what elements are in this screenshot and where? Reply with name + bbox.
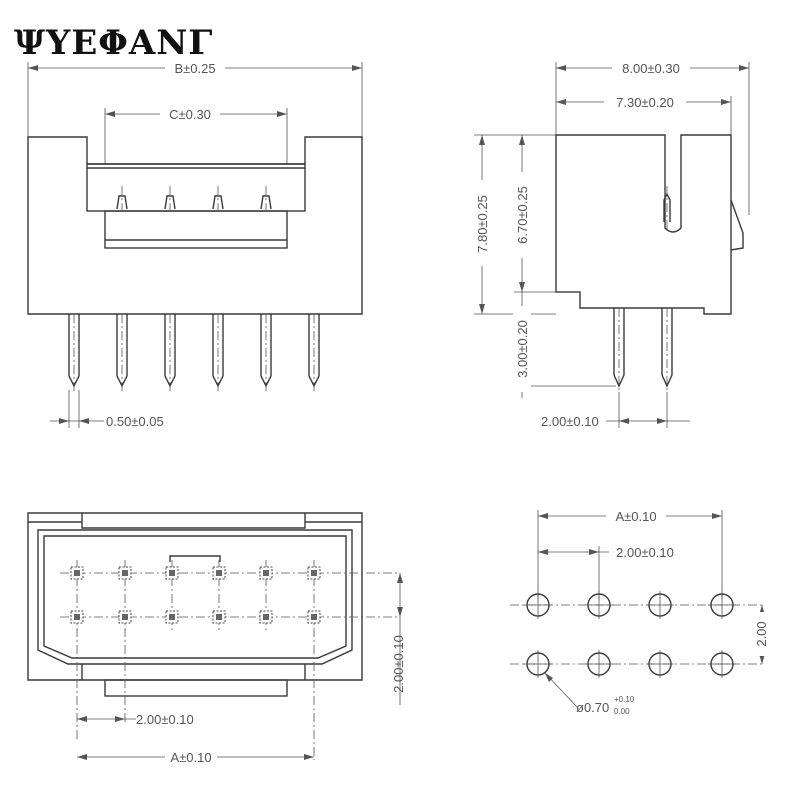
- dim-overall-bottom-label: A±0.10: [170, 750, 211, 765]
- dim-overall-pcb-label: A±0.10: [615, 509, 656, 524]
- bottom-key-rail: [104, 679, 288, 697]
- dim-hole-tol-minus: 0.00: [614, 707, 630, 716]
- dim-body-depth-label: 7.30±0.20: [616, 95, 674, 110]
- side-view: 8.00±0.30 7.30±0.20 7.: [473, 60, 750, 429]
- dim-inner-label: C±0.30: [169, 107, 211, 122]
- housing-inner-wall: [104, 210, 288, 249]
- side-latch: [730, 199, 744, 251]
- dim-inner: C±0.30: [104, 106, 288, 165]
- dim-row-pitch-pcb: 2.00: [754, 605, 770, 664]
- dim-col-pitch-pcb: 2.00±0.10: [538, 544, 681, 600]
- dim-total-depth-label: 8.00±0.30: [622, 61, 680, 76]
- front-view: B±0.25 C±0.30: [27, 60, 363, 429]
- dim-pin-pitch-label: 2.00±0.10: [541, 414, 599, 429]
- dim-hole-tol-plus: +0.10: [614, 695, 635, 704]
- dim-pin-pitch: 2.00±0.10: [541, 392, 690, 429]
- dim-total-height: 7.80±0.25: [473, 134, 556, 315]
- dim-pin-thickness: 0.50±0.05: [50, 390, 164, 429]
- dim-hole: ø0.70 +0.10 0.00: [544, 672, 635, 716]
- dim-row-pitch: 2.00±0.10: [391, 573, 406, 705]
- dim-width-label: B±0.25: [174, 61, 215, 76]
- dim-col-pitch-label: 2.00±0.10: [136, 712, 194, 727]
- pcb-holes: [524, 591, 736, 678]
- side-pins: [613, 308, 673, 392]
- dim-pin-length-label: 3.00±0.20: [515, 320, 530, 378]
- polarity-key: [169, 555, 221, 562]
- dim-row-pitch-label: 2.00±0.10: [391, 635, 406, 693]
- contact-tips: [116, 186, 272, 210]
- pin-row-top: [70, 566, 321, 580]
- dim-overall-bottom: A±0.10: [77, 749, 314, 765]
- pcb-layout: A±0.10 2.00±0.10: [510, 508, 770, 716]
- bottom-cavity: [37, 529, 353, 665]
- bottom-pins: [70, 566, 321, 624]
- dim-col-pitch-pcb-label: 2.00±0.10: [616, 545, 674, 560]
- dim-col-pitch: 2.00±0.10: [77, 712, 194, 727]
- brand-logo: ΨΥΕΦΑΝΓ: [14, 23, 214, 63]
- pin-row-bottom: [70, 610, 321, 624]
- dim-pin-length: 3.00±0.20: [513, 292, 616, 398]
- front-pins: [68, 314, 320, 392]
- dim-total-height-label: 7.80±0.25: [475, 195, 490, 253]
- dim-hole-label: ø0.70: [576, 700, 609, 715]
- dim-overall-pcb: A±0.10: [537, 508, 723, 600]
- bottom-housing-outline: [27, 512, 363, 681]
- housing-outline: [27, 136, 363, 315]
- dim-pin-thickness-label: 0.50±0.05: [106, 414, 164, 429]
- dim-width: B±0.25: [27, 60, 363, 140]
- dim-total-depth: 8.00±0.30: [555, 60, 750, 215]
- side-housing-outline: [555, 134, 732, 315]
- dim-body-depth: 7.30±0.20: [556, 94, 732, 135]
- housing-slot: [86, 163, 306, 212]
- dim-body-height-label: 6.70±0.25: [515, 186, 530, 244]
- bottom-view: 2.00±0.10 2.00±0.10 A±0.10: [27, 512, 406, 765]
- dim-row-pitch-pcb-label: 2.00: [754, 621, 769, 646]
- dim-body-height: 6.70±0.25: [513, 135, 580, 293]
